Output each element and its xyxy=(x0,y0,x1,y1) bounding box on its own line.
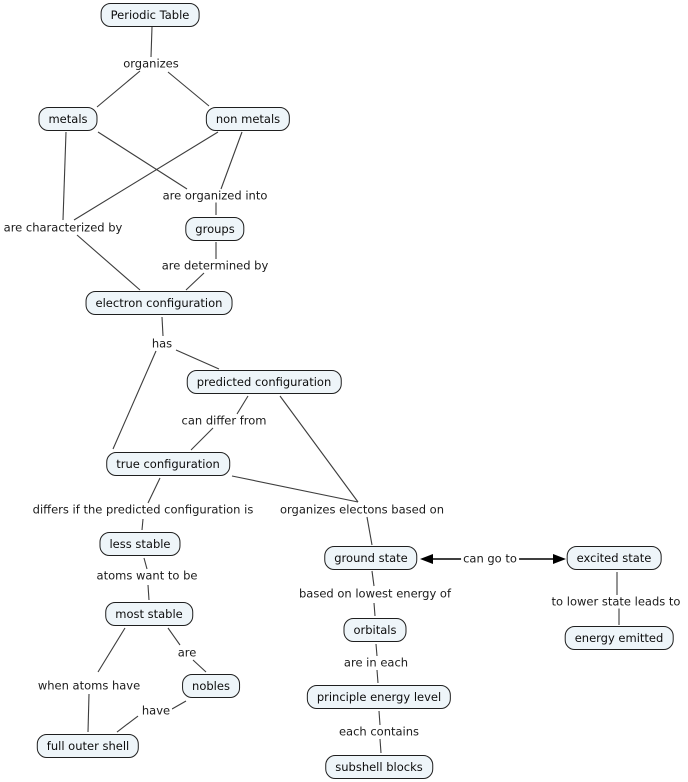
edge-line xyxy=(175,349,220,370)
edge-line xyxy=(376,669,379,684)
link-label-based-on-lowest-energy-of: based on lowest energy of xyxy=(296,586,454,601)
link-label-can-go-to: can go to xyxy=(461,551,519,566)
edge-line xyxy=(375,643,378,657)
edge-line xyxy=(147,584,150,601)
node-less-stable[interactable]: less stable xyxy=(99,532,181,556)
node-full-outer-shell[interactable]: full outer shell xyxy=(36,734,140,758)
edge-line xyxy=(373,602,376,617)
node-predicted-configuration[interactable]: predicted configuration xyxy=(186,370,342,394)
edge-line xyxy=(236,395,249,415)
link-label-differs-if: differs if the predicted configuration i… xyxy=(30,502,256,517)
link-label-are-determined-by: are determined by xyxy=(159,258,271,273)
node-excited-state[interactable]: excited state xyxy=(566,546,662,570)
edge-line xyxy=(371,570,375,587)
node-most-stable[interactable]: most stable xyxy=(105,602,193,626)
edge-line xyxy=(76,234,141,291)
edge-line xyxy=(167,627,181,646)
edge-line xyxy=(150,26,153,58)
link-label-each-contains: each contains xyxy=(336,724,422,739)
edge-line xyxy=(190,427,214,451)
edge-line xyxy=(185,272,205,291)
edge-line xyxy=(378,710,381,726)
node-groups[interactable]: groups xyxy=(185,217,245,241)
link-label-are-in-each: are in each xyxy=(341,655,411,670)
edge-line xyxy=(116,715,139,733)
node-true-configuration[interactable]: true configuration xyxy=(106,452,230,476)
edge-line xyxy=(143,557,148,570)
edge-line xyxy=(231,475,359,503)
link-label-atoms-want-to-be: atoms want to be xyxy=(94,568,200,583)
node-nobles[interactable]: nobles xyxy=(182,674,240,698)
edge-line xyxy=(171,700,187,710)
arrow-head-left-icon xyxy=(420,554,433,564)
edge-line xyxy=(379,738,382,754)
edge-line xyxy=(87,693,90,733)
link-label-organizes: organizes xyxy=(121,56,181,71)
edge-line xyxy=(147,477,161,504)
node-periodic-table[interactable]: Periodic Table xyxy=(100,3,200,27)
link-label-when-atoms-have: when atoms have xyxy=(35,678,143,693)
edge-line xyxy=(97,131,188,190)
edge-line xyxy=(220,131,243,190)
edge-line xyxy=(141,518,144,531)
link-label-are-organized-into: are organized into xyxy=(160,188,270,203)
edge-line xyxy=(279,395,359,503)
node-energy-emitted[interactable]: energy emitted xyxy=(564,626,674,650)
node-ground-state[interactable]: ground state xyxy=(324,546,418,570)
link-label-have: have xyxy=(139,703,173,718)
link-label-has: has xyxy=(149,336,175,351)
link-label-are: are xyxy=(175,645,199,660)
edge-line xyxy=(96,70,141,108)
edge-line xyxy=(62,131,67,221)
link-label-to-lower-state-leads-to: to lower state leads to xyxy=(549,594,683,609)
node-non-metals[interactable]: non metals xyxy=(205,107,291,131)
link-label-are-characterized-by: are characterized by xyxy=(1,220,125,235)
node-subshell-blocks[interactable]: subshell blocks xyxy=(325,755,433,779)
arrow-head-right-icon xyxy=(553,554,566,564)
edge-line xyxy=(73,131,219,221)
node-electron-configuration[interactable]: electron configuration xyxy=(85,291,233,315)
node-principle-energy-level[interactable]: principle energy level xyxy=(306,685,452,709)
edge-line xyxy=(112,350,157,450)
edge-line xyxy=(97,627,126,673)
link-label-organizes-electons: organizes electons based on xyxy=(278,502,446,517)
link-label-can-differ-from: can differ from xyxy=(179,413,269,428)
node-metals[interactable]: metals xyxy=(38,107,98,131)
node-orbitals[interactable]: orbitals xyxy=(343,618,407,642)
edge-line xyxy=(192,659,207,673)
edge-line xyxy=(167,71,210,107)
edge-line xyxy=(161,316,164,337)
edge-line xyxy=(366,516,373,546)
